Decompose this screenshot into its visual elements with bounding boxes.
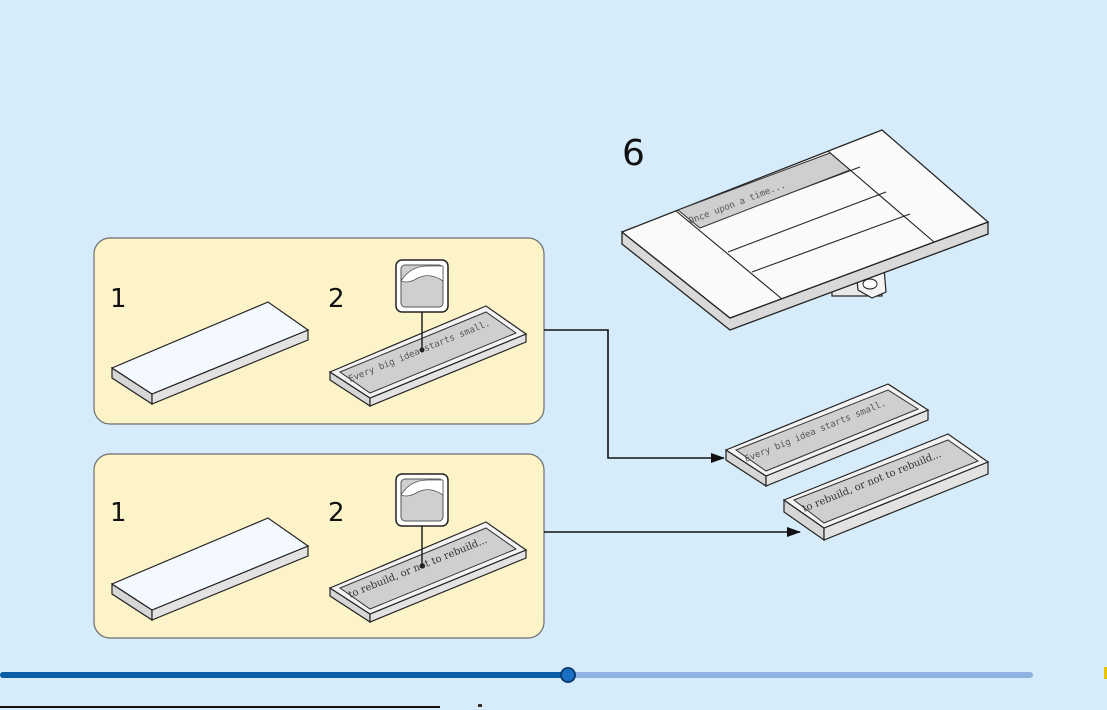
bottom-divider bbox=[0, 706, 440, 708]
page-progress-bar[interactable] bbox=[0, 670, 1036, 680]
sub-step-number: 2 bbox=[328, 286, 345, 312]
sub-step-number: 2 bbox=[328, 500, 345, 526]
progress-fill bbox=[0, 672, 568, 678]
sub-assembly-panel-2: to rebuild, or not to rebuild... bbox=[94, 454, 544, 638]
assembled-plate: Once upon a time... bbox=[622, 130, 988, 330]
sub-step-number: 1 bbox=[110, 500, 127, 526]
progress-knob[interactable] bbox=[560, 667, 576, 683]
arrow-panel1-to-result bbox=[544, 330, 724, 458]
bottom-tick-mark bbox=[478, 704, 482, 707]
sub-assembly-panel-1: Every big idea starts small. bbox=[94, 238, 544, 424]
sub-step-number: 1 bbox=[110, 286, 127, 312]
